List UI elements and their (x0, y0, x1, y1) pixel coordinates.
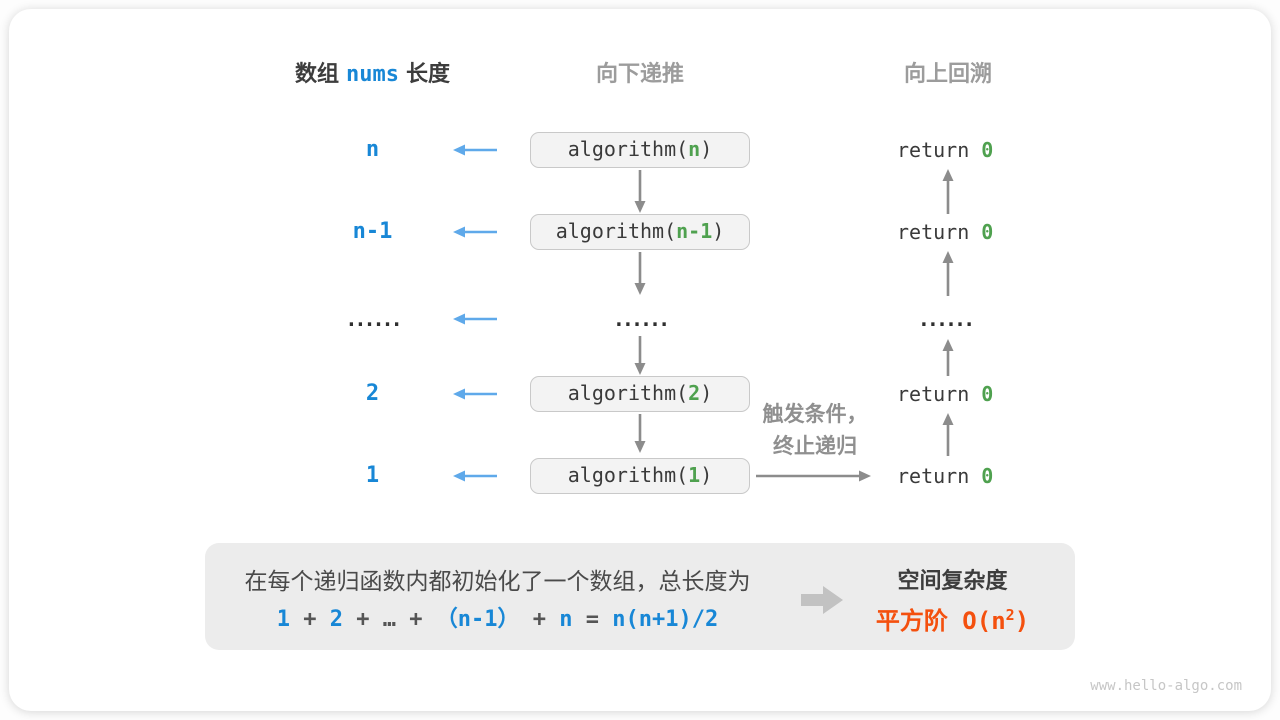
call-post: ) (712, 219, 725, 243)
left-arrow-icon (453, 313, 497, 325)
terminate-annotation-line1: 触发条件， (762, 403, 868, 426)
space-complexity-value: 平方阶 O(n2) (845, 601, 1060, 636)
formula-term: 1 (276, 607, 291, 632)
algorithm-call-box-n-1: algorithm(n-1) (530, 214, 750, 250)
call-arg: n-1 (676, 219, 713, 243)
call-post: ) (700, 463, 713, 487)
return-value: 0 (981, 464, 994, 488)
down-arrow-icon (634, 252, 646, 295)
return-value: 0 (981, 382, 994, 406)
formula-ellipsis: … (382, 607, 397, 632)
call-arg: n (688, 137, 701, 161)
watermark: www.hello-algo.com (1090, 678, 1242, 694)
call-pre: algorithm( (567, 381, 689, 405)
left-arrow-icon (453, 470, 497, 482)
left-arrow-icon (453, 144, 497, 156)
formula-term: 2 (329, 607, 344, 632)
return-statement: return 0 (897, 218, 993, 246)
algorithm-call-box-1: algorithm(1) (530, 458, 750, 494)
recurse-ellipsis: ...... (612, 307, 670, 331)
return-keyword: return (897, 382, 970, 406)
terminate-arrow-icon (756, 470, 871, 482)
complexity-prefix: 平方阶 O(n (875, 607, 1006, 635)
backtrack-ellipsis: ...... (917, 307, 975, 331)
call-arg: 1 (688, 463, 701, 487)
array-label-post: 长度 (405, 61, 450, 86)
call-arg: 2 (688, 381, 701, 405)
return-keyword: return (897, 220, 970, 244)
block-arrow-icon (801, 586, 843, 614)
return-keyword: return (897, 138, 970, 162)
left-arrow-icon (453, 388, 497, 400)
summary-panel (205, 543, 1075, 650)
formula-operator: + (396, 607, 436, 632)
formula-term: n (559, 607, 573, 632)
down-arrow-icon (634, 414, 646, 453)
return-statement: return 0 (897, 380, 993, 408)
up-arrow-icon (942, 339, 954, 376)
summary-description: 在每个递归函数内都初始化了一个数组，总长度为 (244, 568, 751, 594)
up-arrow-icon (942, 413, 954, 456)
column-header-recurse: 向下递推 (595, 61, 684, 86)
row-label-2: 2 (365, 381, 380, 406)
call-post: ) (700, 137, 713, 161)
formula-operator: + (290, 607, 330, 632)
formula-result: n(n+1)/2 (612, 607, 719, 632)
formula-operator: + (519, 607, 560, 632)
call-post: ) (700, 381, 713, 405)
terminate-annotation-line2: 终止递归 (773, 435, 857, 458)
row-label-n: n (365, 137, 380, 162)
call-pre: algorithm( (567, 137, 689, 161)
algorithm-call-box-2: algorithm(2) (530, 376, 750, 412)
down-arrow-icon (634, 170, 646, 213)
return-keyword: return (897, 464, 970, 488)
array-label-pre: 数组 (294, 61, 339, 86)
column-header-backtrack: 向上回溯 (903, 61, 992, 86)
return-value: 0 (981, 138, 994, 162)
formula-operator: + (343, 607, 383, 632)
space-complexity-title: 空间复杂度 (897, 568, 1008, 593)
complexity-suffix: ) (1014, 607, 1030, 635)
algorithm-call-box-n: algorithm(n) (530, 132, 750, 168)
up-arrow-icon (942, 251, 954, 296)
return-value: 0 (981, 220, 994, 244)
row-label-n-1: n-1 (352, 219, 393, 244)
complexity-exponent: 2 (1005, 606, 1015, 624)
down-arrow-icon (634, 336, 646, 375)
up-arrow-icon (942, 169, 954, 214)
summary-formula: 1 + 2 + … + （n-1） + n = n(n+1)/2 (215, 601, 780, 633)
left-arrow-icon (453, 226, 497, 238)
row-label-1: 1 (365, 463, 380, 488)
terminate-annotation: 触发条件， 终止递归 (750, 399, 880, 463)
return-statement: return 0 (897, 462, 993, 490)
return-statement: return 0 (897, 136, 993, 164)
call-pre: algorithm( (555, 219, 677, 243)
formula-term: （n-1） (435, 607, 520, 632)
formula-equals: = (572, 607, 613, 632)
row-label-ellipsis: ...... (345, 307, 402, 331)
call-pre: algorithm( (567, 463, 689, 487)
array-name-code: nums (346, 62, 399, 87)
